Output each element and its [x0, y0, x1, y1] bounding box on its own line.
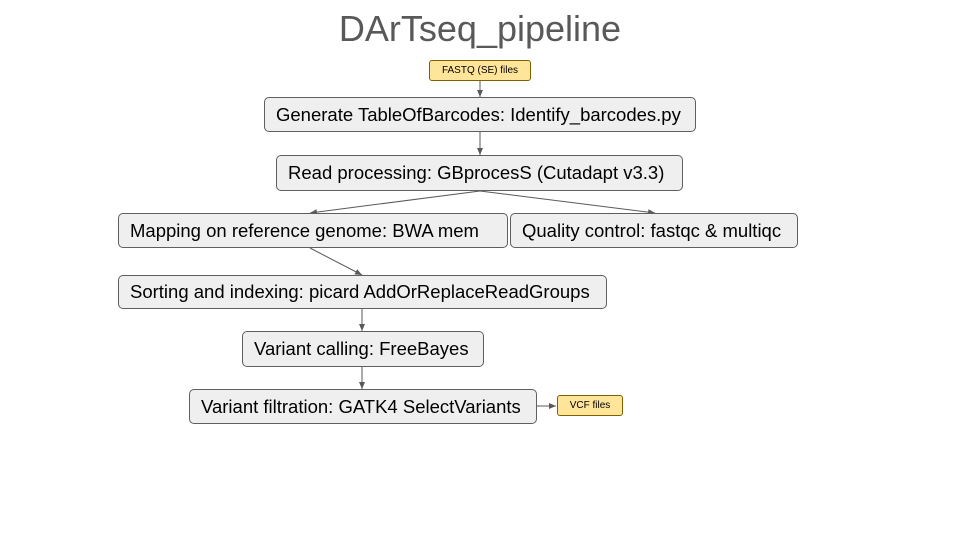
variant-calling-step: Variant calling: FreeBayes: [242, 331, 484, 367]
arrow-read-processing-to-mapping: [309, 190, 481, 216]
mapping-step: Mapping on reference genome: BWA mem: [118, 213, 508, 248]
arrow-mapping-to-sorting: [309, 247, 363, 276]
generate-barcodes-step: Generate TableOfBarcodes: Identify_barco…: [264, 97, 696, 132]
read-processing-step: Read processing: GBprocesS (Cutadapt v3.…: [276, 155, 683, 191]
sorting-indexing-step: Sorting and indexing: picard AddOrReplac…: [118, 275, 607, 309]
variant-filtration-step: Variant filtration: GATK4 SelectVariants: [189, 389, 537, 424]
arrow-read-processing-to-qc: [479, 190, 656, 216]
quality-control-step: Quality control: fastqc & multiqc: [510, 213, 798, 248]
slide-title: DArTseq_pipeline: [338, 8, 622, 49]
fastq-files-node: FASTQ (SE) files: [429, 60, 531, 81]
vcf-files-node: VCF files: [557, 395, 623, 416]
